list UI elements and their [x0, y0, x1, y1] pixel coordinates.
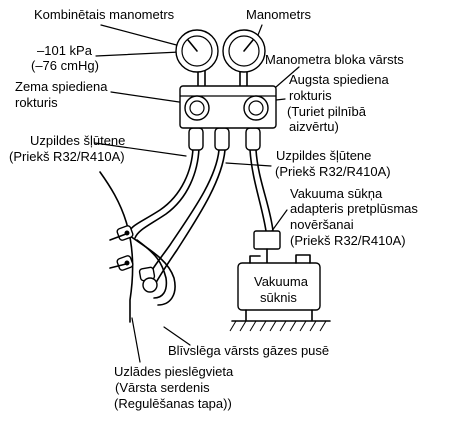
vacuum-pump-adapter	[254, 231, 280, 263]
label-low-pressure-2: rokturis	[15, 95, 58, 110]
label-high-pressure-4: aizvērtu)	[289, 119, 339, 134]
label-stop-valve: Blīvslēga vārsts gāzes pusē	[168, 343, 329, 358]
label-service-port-1: Uzlādes pieslēgvieta	[114, 364, 234, 379]
label-pump-2: sūknis	[260, 290, 297, 305]
label-adapter-2: adapteris pretplūsmas	[290, 201, 418, 216]
hose-fittings	[189, 128, 260, 150]
label-charge-hose-right-1: Uzpildes šļūtene	[276, 148, 371, 163]
label-service-port-3: (Regulēšanas tapa))	[114, 396, 232, 411]
label-adapter-4: (Priekš R32/R410A)	[290, 233, 406, 248]
pressure-gauge	[223, 30, 265, 85]
label-adapter-1: Vakuuma sūkņa	[290, 186, 383, 201]
manifold-block	[180, 86, 276, 128]
outdoor-unit-edge	[100, 172, 133, 322]
label-high-pressure-2: rokturis	[289, 88, 332, 103]
label-charge-hose-left-2: (Priekš R32/R410A)	[9, 149, 125, 164]
labels: Kombinētais manometrs Manometrs –101 kPa…	[9, 7, 418, 411]
compound-gauge	[176, 30, 218, 85]
service-port-clamps	[110, 225, 157, 292]
label-low-pressure-1: Zema spiediena	[15, 79, 108, 94]
label-charge-hose-right-2: (Priekš R32/R410A)	[275, 164, 391, 179]
label-vacuum-reading-1: –101 kPa	[37, 43, 93, 58]
label-manifold-valve: Manometra bloka vārsts	[265, 52, 404, 67]
label-pump-1: Vakuuma	[254, 274, 309, 289]
label-high-pressure-3: (Turiet pilnībā	[287, 104, 367, 119]
leader-lines	[95, 25, 299, 362]
label-charge-hose-left-1: Uzpildes šļūtene	[30, 133, 125, 148]
label-service-port-2: (Vārsta serdenis	[115, 380, 210, 395]
label-vacuum-reading-2: (–76 cmHg)	[31, 58, 99, 73]
label-gauge: Manometrs	[246, 7, 312, 22]
label-adapter-3: novēršanai	[290, 217, 354, 232]
label-high-pressure-1: Augsta spiediena	[289, 72, 390, 87]
label-compound-gauge: Kombinētais manometrs	[34, 7, 175, 22]
